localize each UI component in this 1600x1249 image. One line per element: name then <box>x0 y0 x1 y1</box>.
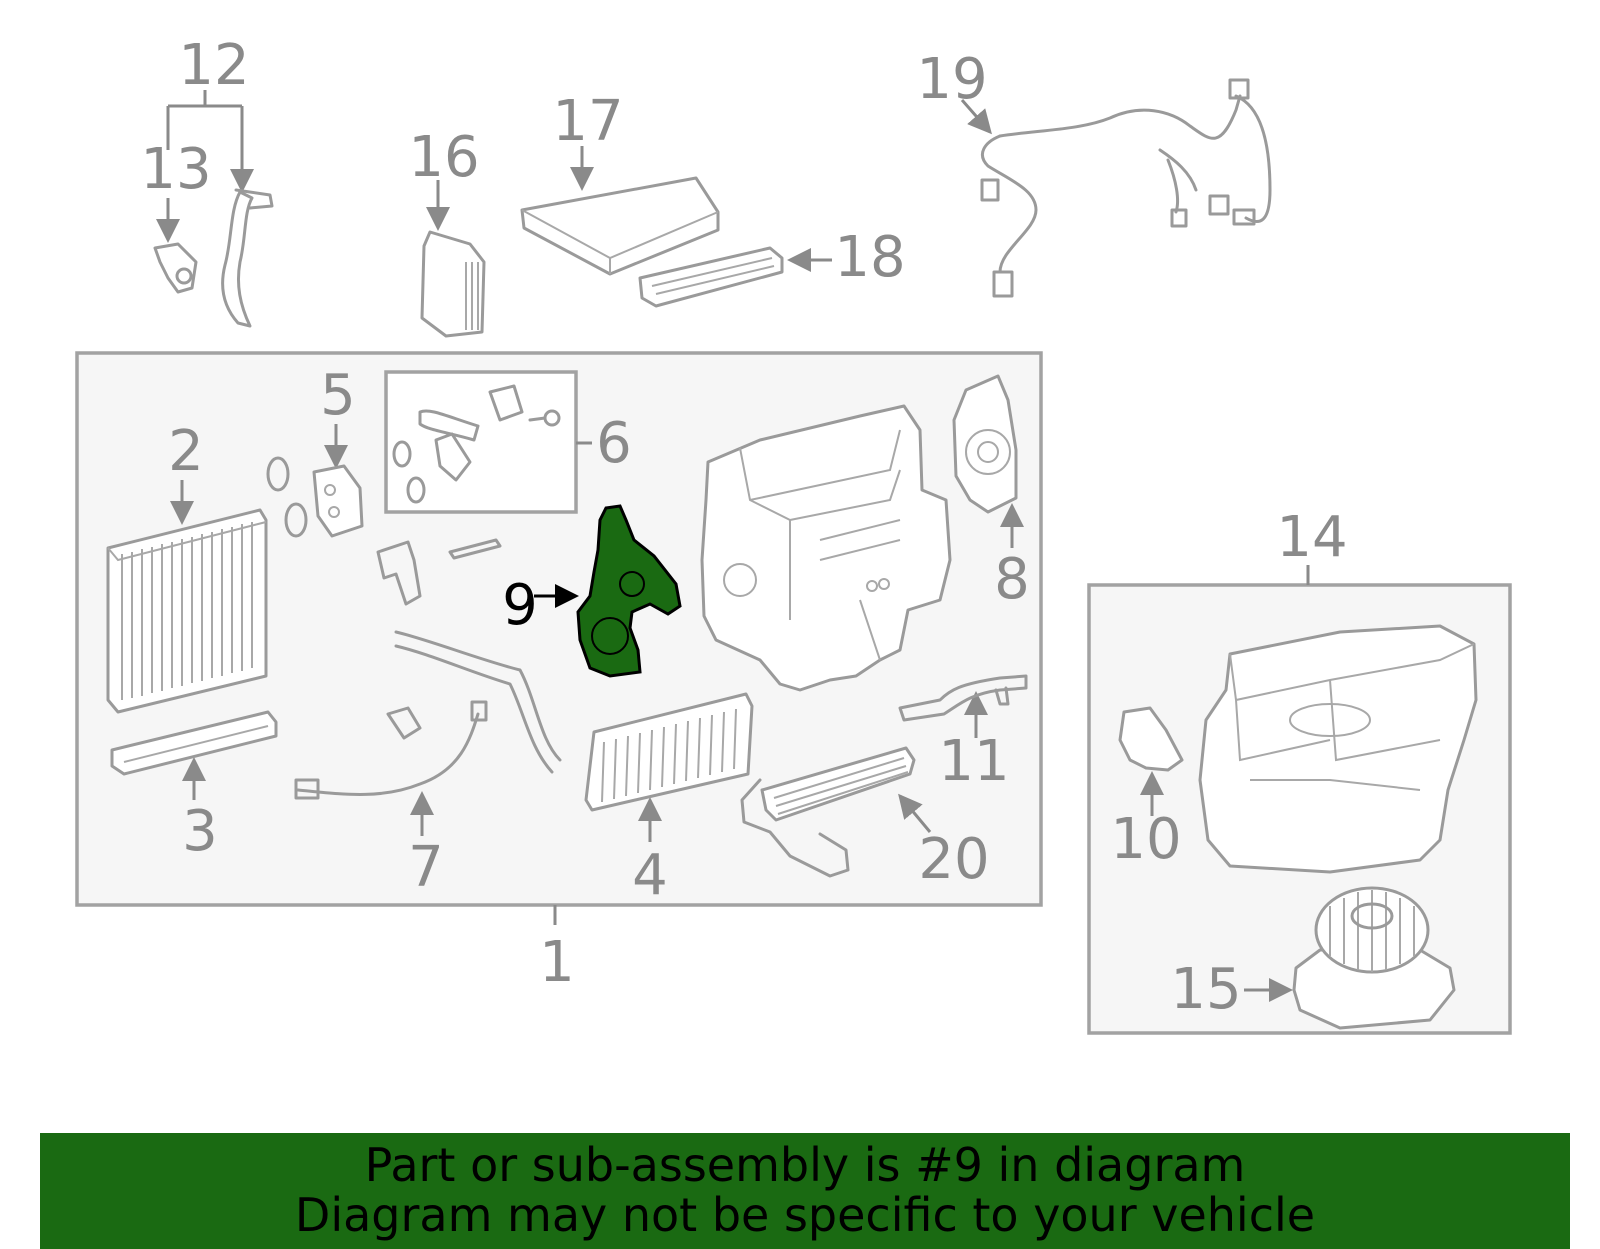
part-8-motor <box>952 374 1024 548</box>
part-9-shape <box>576 504 682 678</box>
part-15-blower-motor <box>1244 886 1456 1030</box>
callout-8: 8 <box>994 547 1030 612</box>
part-11-drain-hose <box>898 674 1028 738</box>
part-18-cover <box>638 246 832 308</box>
hvac-housing <box>700 404 952 692</box>
callout-17: 17 <box>552 89 623 154</box>
part-2-evaporator <box>106 480 268 714</box>
callout-16: 16 <box>408 125 479 190</box>
info-banner: Part or sub-assembly is #9 in diagram Di… <box>40 1133 1570 1249</box>
callout-6: 6 <box>596 411 632 476</box>
callout-2: 2 <box>168 419 204 484</box>
assembly-box-6 <box>384 370 578 514</box>
part-20-resistor <box>740 746 932 878</box>
part-14-blower-housing <box>1198 624 1478 874</box>
part-7-sensor-wire <box>294 700 488 836</box>
callout-19: 19 <box>916 47 987 112</box>
callout-13: 13 <box>140 137 211 202</box>
callout-5: 5 <box>320 363 356 428</box>
callout-20: 20 <box>918 827 989 892</box>
parts-diagram: 1 2 3 4 5 6 7 8 9 10 11 12 13 14 15 16 1… <box>75 33 1512 1035</box>
part-12-hose <box>166 90 274 328</box>
o-rings <box>266 456 308 538</box>
callout-11: 11 <box>938 729 1009 794</box>
part-4-heater-core <box>394 630 754 842</box>
part-13-fitting <box>153 198 198 294</box>
banner-line-1: Part or sub-assembly is #9 in diagram <box>364 1138 1246 1192</box>
part-16-module <box>420 180 486 338</box>
callout-15: 15 <box>1170 957 1241 1022</box>
callout-3: 3 <box>182 799 218 864</box>
part-clip-and-bolt <box>376 538 502 606</box>
part-5-expansion-valve <box>312 424 364 538</box>
callout-1: 1 <box>539 930 575 995</box>
callout-4: 4 <box>632 843 668 908</box>
part-10-actuator <box>1118 706 1184 816</box>
part-6-pipe-kit <box>392 384 561 504</box>
part-3-bracket <box>110 710 278 800</box>
callout-10: 10 <box>1110 807 1181 872</box>
callout-12: 12 <box>178 33 249 98</box>
banner-line-2: Diagram may not be specific to your vehi… <box>294 1188 1316 1242</box>
part-9-highlighted <box>534 504 682 678</box>
callout-9: 9 <box>502 573 538 638</box>
callout-14: 14 <box>1276 505 1347 570</box>
part-19-harness <box>960 78 1272 298</box>
part-17-filter <box>520 146 720 276</box>
callout-7: 7 <box>408 835 444 900</box>
callout-18: 18 <box>834 225 905 290</box>
